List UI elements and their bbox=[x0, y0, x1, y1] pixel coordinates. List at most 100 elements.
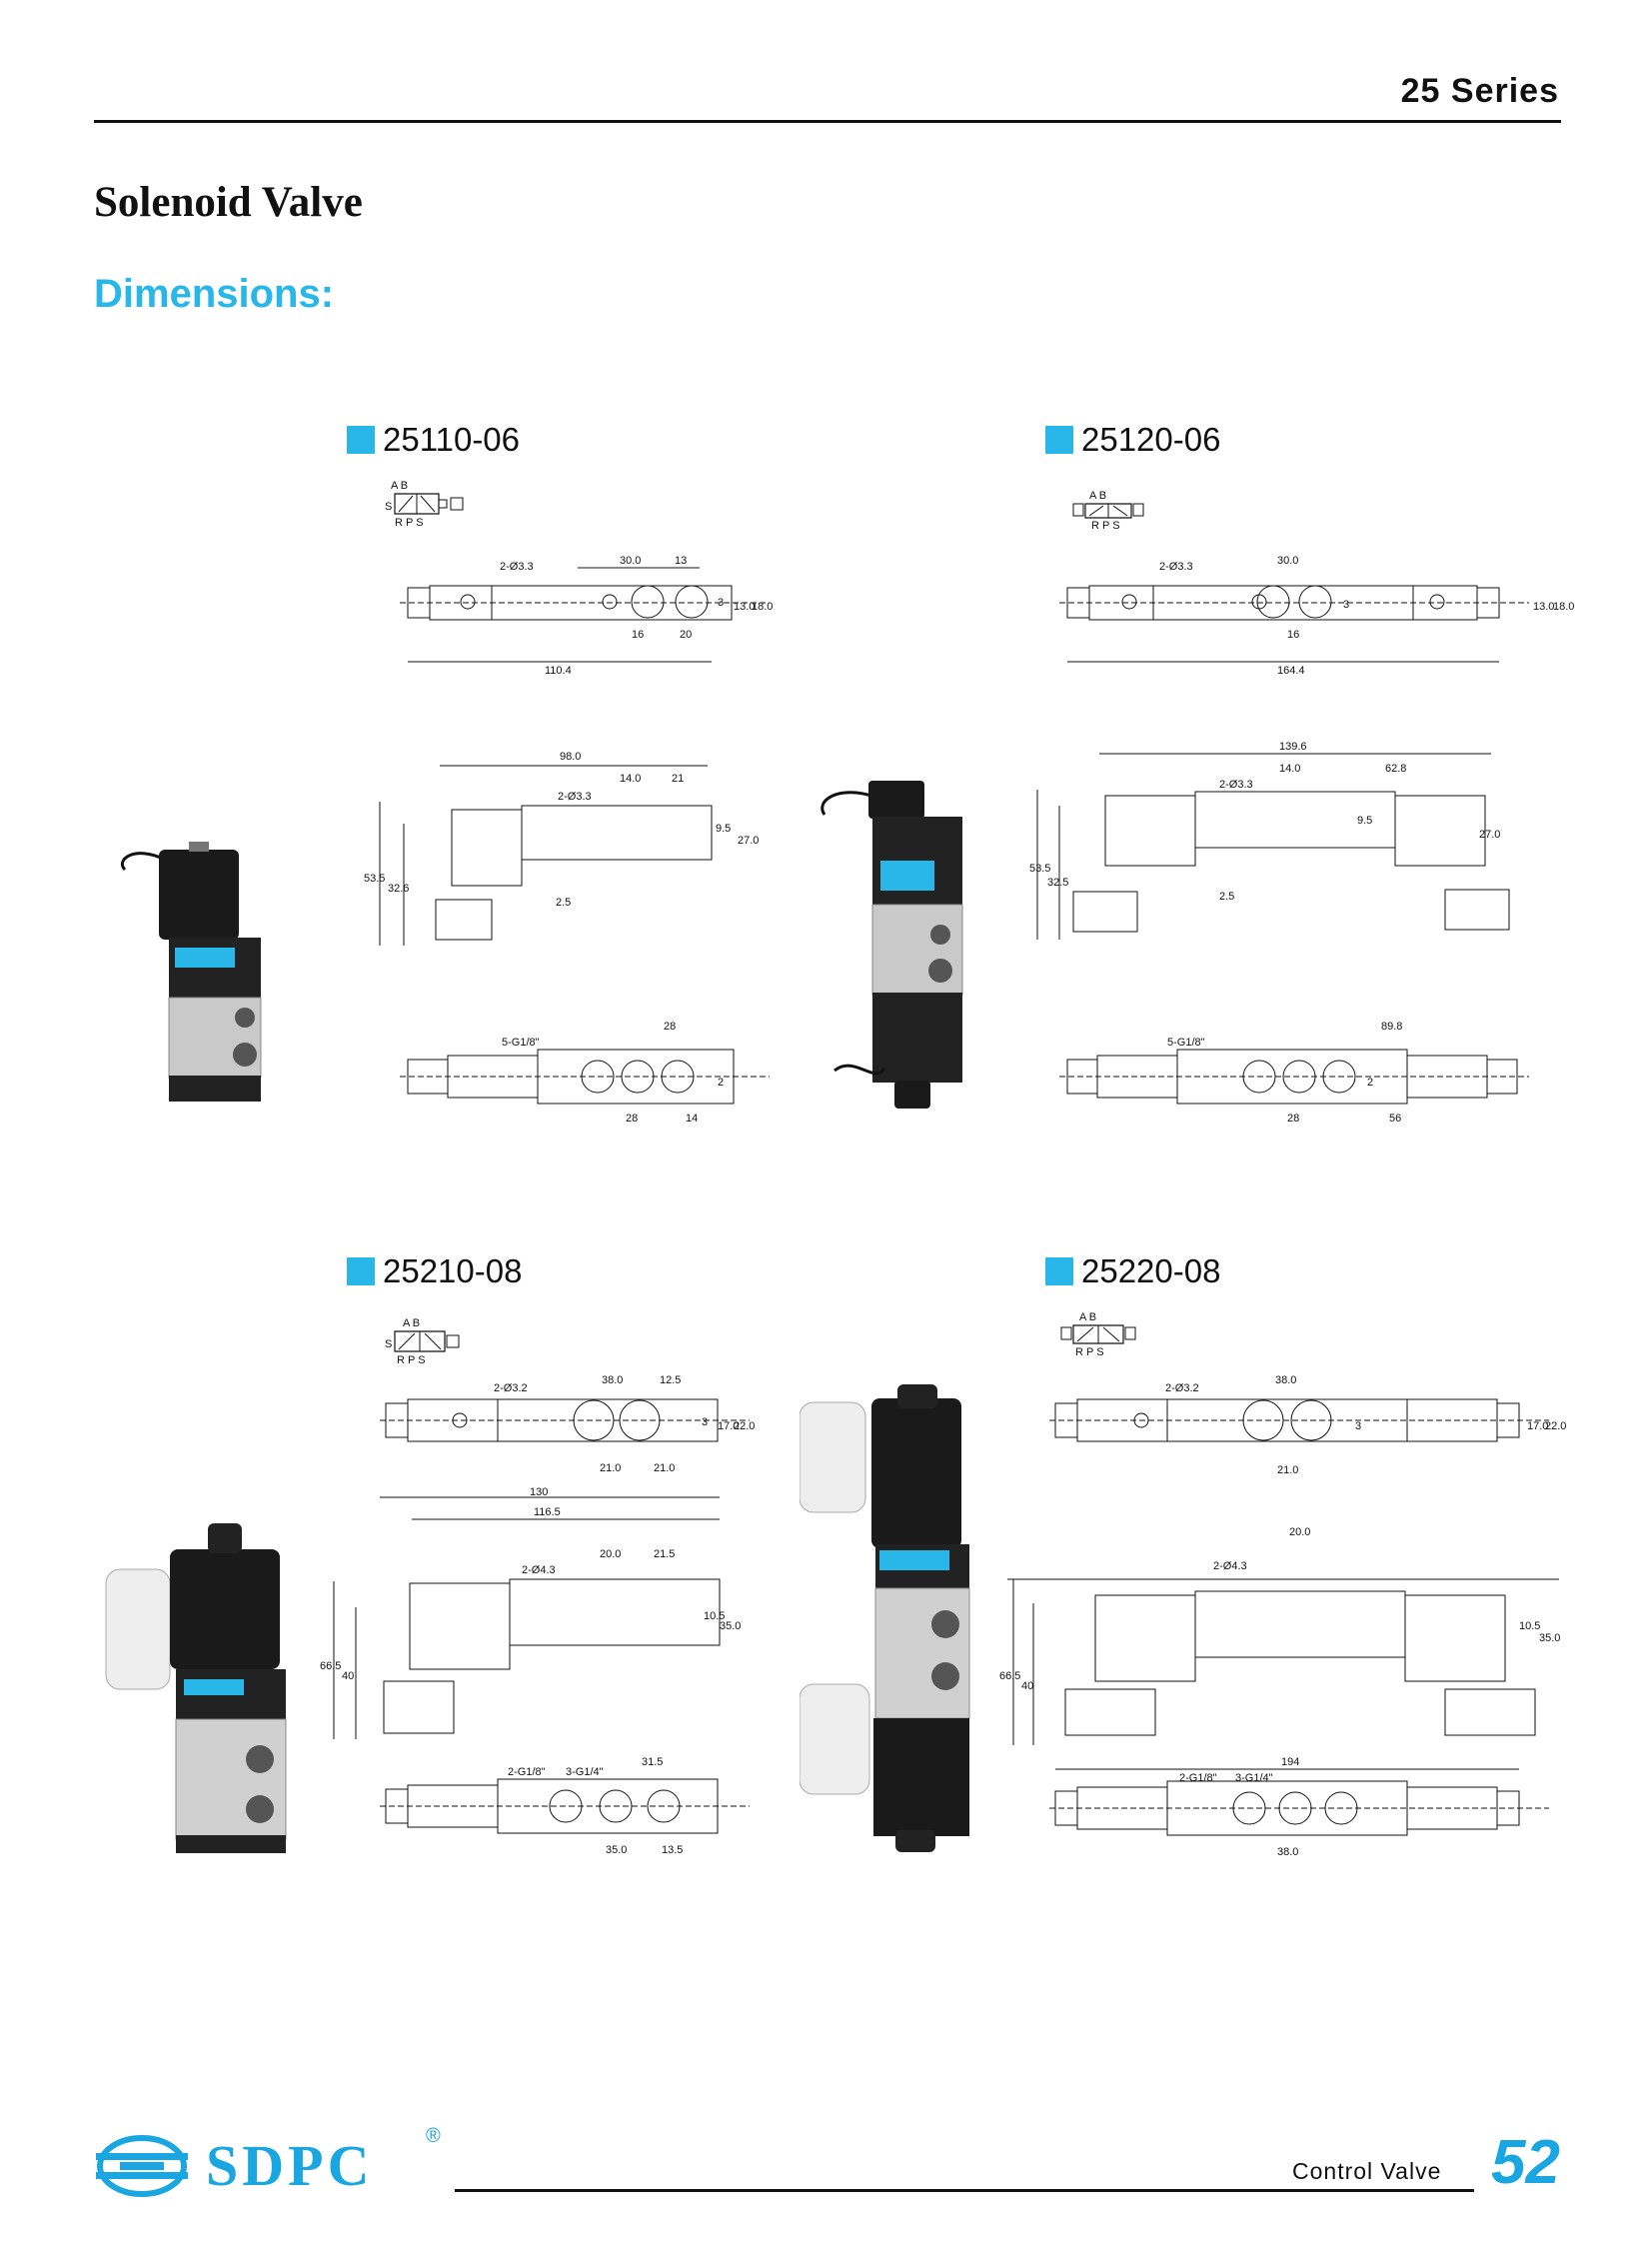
valve-symbol-icon: A B S R P S bbox=[385, 480, 485, 529]
dim-label: 27.0 bbox=[1479, 829, 1500, 841]
product-photo-25110 bbox=[121, 842, 262, 1102]
dim-label: 3 bbox=[1355, 1420, 1361, 1432]
dim-label: 35.0 bbox=[1539, 1632, 1560, 1644]
model-heading-25220: 25220-08 bbox=[1045, 1252, 1220, 1290]
dim-label: 13 bbox=[675, 555, 687, 567]
sdpc-logo-icon bbox=[96, 2135, 188, 2197]
dim-label: 35.0 bbox=[606, 1844, 627, 1856]
dim-label: 2-Ø3.2 bbox=[494, 1382, 528, 1394]
valve-symbol-icon: A B S R P S bbox=[385, 1317, 485, 1366]
dim-label: 16 bbox=[632, 629, 644, 641]
valve-symbol-icon: A B R P S bbox=[1059, 1311, 1159, 1358]
dim-label: 13.0 bbox=[734, 601, 755, 613]
dim-label: 2-Ø3.3 bbox=[500, 561, 534, 573]
dim-label: 2-Ø4.3 bbox=[522, 1564, 556, 1576]
dim-label: 30.0 bbox=[1277, 555, 1298, 567]
dim-label: 21.0 bbox=[1277, 1464, 1298, 1476]
symbol-top-label: A B bbox=[391, 480, 408, 492]
dim-label: 2 bbox=[1367, 1077, 1373, 1089]
dim-label: 20 bbox=[680, 629, 692, 641]
symbol-top-label: A B bbox=[1079, 1311, 1096, 1323]
section-heading: Dimensions: bbox=[94, 272, 335, 316]
header-rule bbox=[94, 120, 1561, 123]
product-photo-25210 bbox=[105, 1523, 287, 1853]
dim-label: 32.5 bbox=[1047, 877, 1068, 889]
dim-label: 5-G1/8" bbox=[502, 1037, 540, 1049]
model-label: 25120-06 bbox=[1081, 421, 1221, 458]
dim-label: 3 bbox=[1343, 599, 1349, 611]
dim-label: 28 bbox=[664, 1021, 676, 1033]
dim-label: 14.0 bbox=[620, 773, 641, 785]
dim-label: 9.5 bbox=[1357, 815, 1372, 827]
dim-label: 62.8 bbox=[1385, 763, 1406, 775]
product-photo-25220 bbox=[800, 1384, 970, 1852]
dim-label: 17.0 bbox=[1527, 1420, 1548, 1432]
symbol-side-label: S bbox=[385, 501, 392, 513]
dim-label: 18.0 bbox=[752, 601, 773, 613]
symbol-bottom-label: R P S bbox=[397, 1354, 426, 1366]
dim-label: 30.0 bbox=[620, 555, 641, 567]
dim-label: 14.0 bbox=[1279, 763, 1300, 775]
model-heading-25110: 25110-06 bbox=[347, 421, 520, 459]
dim-label: 40 bbox=[342, 1670, 354, 1682]
side-view-drawing-25220: 20.0 2-Ø4.3 10.5 35.0 66.5 40 bbox=[999, 1526, 1560, 1759]
dim-label: 12.5 bbox=[660, 1374, 681, 1386]
dim-label: 21 bbox=[672, 773, 684, 785]
dim-label: 14 bbox=[686, 1113, 698, 1125]
footer-section-label: Control Valve bbox=[1292, 2158, 1442, 2184]
top-view-drawing-25220: 2-Ø3.2 38.0 3 17.0 22.0 21.0 bbox=[1049, 1374, 1566, 1476]
side-view-drawing-25210: 130 116.5 2-Ø4.3 20.0 21.5 10.5 35.0 66.… bbox=[320, 1486, 741, 1759]
dim-label: 2.5 bbox=[556, 897, 571, 909]
dim-label: 116.5 bbox=[534, 1506, 561, 1518]
dim-label: 2-G1/8" bbox=[508, 1766, 546, 1778]
dim-label: 130 bbox=[530, 1486, 548, 1498]
symbol-top-label: A B bbox=[1089, 490, 1106, 502]
top-view-drawing-25210: 2-Ø3.2 38.0 12.5 3 17.0 22.0 21.0 21.0 bbox=[380, 1374, 755, 1474]
dim-label: 31.5 bbox=[642, 1756, 663, 1768]
symbol-bottom-label: R P S bbox=[1075, 1346, 1104, 1358]
dim-label: 2 bbox=[718, 1077, 724, 1089]
dim-label: 3 bbox=[718, 597, 724, 609]
dim-label: 139.6 bbox=[1279, 741, 1307, 753]
dim-label: 66.5 bbox=[320, 1660, 341, 1672]
page-title: Solenoid Valve bbox=[94, 179, 363, 226]
dim-label: 3-G1/4" bbox=[1235, 1772, 1273, 1784]
product-photo-25120 bbox=[821, 781, 963, 1109]
brand-name: SDPC bbox=[206, 2133, 374, 2198]
accent-square-icon bbox=[347, 1257, 375, 1285]
dim-label: 20.0 bbox=[600, 1548, 621, 1560]
side-view-drawing-25120: 139.6 14.0 62.8 2-Ø3.3 9.5 27.0 53.5 32.… bbox=[1029, 741, 1529, 970]
dim-label: 32.6 bbox=[388, 883, 409, 895]
dim-label: 21.0 bbox=[654, 1462, 675, 1474]
series-header: 25 Series bbox=[1400, 72, 1559, 110]
symbol-side-label: S bbox=[385, 1338, 392, 1350]
dim-label: 56 bbox=[1389, 1113, 1401, 1125]
accent-square-icon bbox=[1045, 1257, 1073, 1285]
dim-label: 21.5 bbox=[654, 1548, 675, 1560]
dim-label: 2.5 bbox=[1219, 891, 1234, 903]
dim-label: 2-Ø3.3 bbox=[558, 791, 592, 803]
dim-label: 27.0 bbox=[738, 835, 759, 847]
dim-label: 194 bbox=[1281, 1756, 1299, 1768]
dim-label: 28 bbox=[1287, 1113, 1299, 1125]
accent-square-icon bbox=[1045, 426, 1073, 454]
dim-label: 2-Ø3.2 bbox=[1165, 1382, 1199, 1394]
dim-label: 3 bbox=[702, 1416, 708, 1428]
dim-label: 22.0 bbox=[734, 1420, 755, 1432]
dim-label: 18.0 bbox=[1553, 601, 1574, 613]
top-view-drawing-25110: 2-Ø3.3 30.0 13 16 20 3 13.0 18.0 110.4 bbox=[400, 555, 773, 677]
side-view-drawing-25110: 98.0 2-Ø3.3 14.0 21 9.5 27.0 53.5 32.6 2… bbox=[364, 751, 759, 970]
dim-label: 5-G1/8" bbox=[1167, 1037, 1205, 1049]
dim-label: 38.0 bbox=[602, 1374, 623, 1386]
dim-label: 2-Ø3.3 bbox=[1219, 779, 1253, 791]
footer-rule bbox=[455, 2189, 1474, 2192]
dim-label: 13.5 bbox=[662, 1844, 683, 1856]
dim-label: 53.5 bbox=[1029, 863, 1050, 875]
dim-label: 10.5 bbox=[704, 1610, 725, 1622]
dim-label: 98.0 bbox=[560, 751, 581, 763]
bottom-view-drawing-25210: 2-G1/8" 3-G1/4" 31.5 35.0 13.5 bbox=[380, 1756, 760, 1856]
bottom-view-drawing-25110: 5-G1/8" 28 28 14 2 bbox=[400, 1021, 780, 1125]
dim-label: 21.0 bbox=[600, 1462, 621, 1474]
dim-label: 3-G1/4" bbox=[566, 1766, 604, 1778]
dim-label: 53.5 bbox=[364, 873, 385, 885]
